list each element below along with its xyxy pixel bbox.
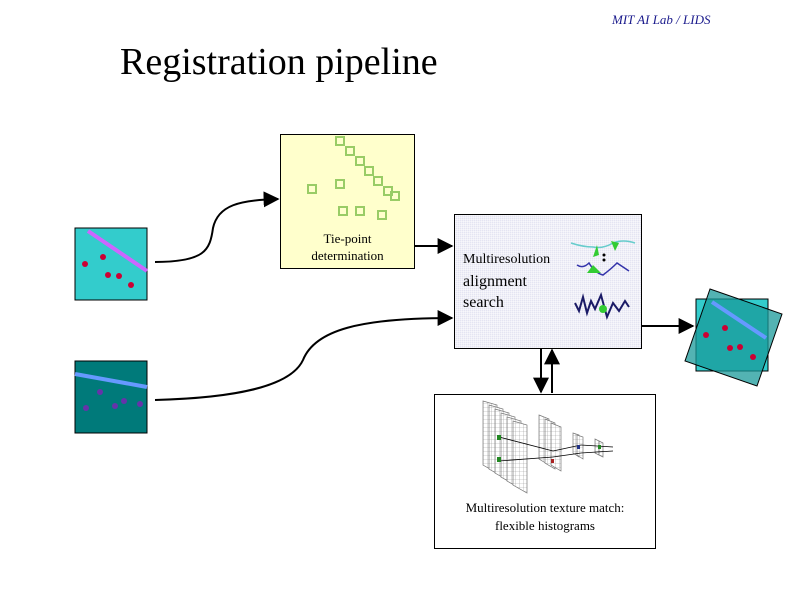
texture-match-label-line1: Multiresolution texture match: <box>465 500 625 515</box>
tie-marker <box>377 210 387 220</box>
tie-marker <box>345 146 355 156</box>
alignment-label-main: alignment search <box>463 271 527 313</box>
tie-point-marker-grid <box>307 136 400 220</box>
alignment-label-line2: alignment <box>463 273 527 290</box>
registered-output-image <box>684 288 783 387</box>
slide-title: Registration pipeline <box>120 41 438 83</box>
lab-affiliation: MIT AI Lab / LIDS <box>612 12 711 27</box>
arrow-image2-to-alignment <box>154 310 454 401</box>
image-pyramid-icon <box>482 400 614 494</box>
tie-point-label-line2: determination <box>311 248 384 263</box>
tie-marker <box>338 206 348 216</box>
tie-marker <box>355 206 365 216</box>
tie-marker <box>335 179 345 189</box>
tie-marker <box>335 136 345 146</box>
tie-marker <box>307 184 317 194</box>
texture-match-label: Multiresolution texture match: flexible … <box>435 499 655 535</box>
input-image-1 <box>74 227 149 301</box>
alignment-label-line1: Multiresolution <box>463 252 551 267</box>
alignment-search-box: Multiresolution alignment search <box>454 214 642 349</box>
tie-marker <box>373 176 383 186</box>
multiresolution-curves-icon <box>570 240 636 321</box>
tie-marker <box>390 191 400 201</box>
tie-point-label: Tie-point determination <box>281 230 414 264</box>
texture-match-label-line2: flexible histograms <box>494 518 595 533</box>
arrow-image1-to-tiepoint <box>154 191 280 263</box>
tie-point-box: Tie-point determination <box>280 134 415 269</box>
tie-point-label-line1: Tie-point <box>323 231 372 246</box>
input-image-2 <box>74 360 148 434</box>
texture-match-box: Multiresolution texture match: flexible … <box>434 394 656 549</box>
tie-marker <box>355 156 365 166</box>
tie-marker <box>364 166 374 176</box>
alignment-label-line3: search <box>463 294 504 311</box>
